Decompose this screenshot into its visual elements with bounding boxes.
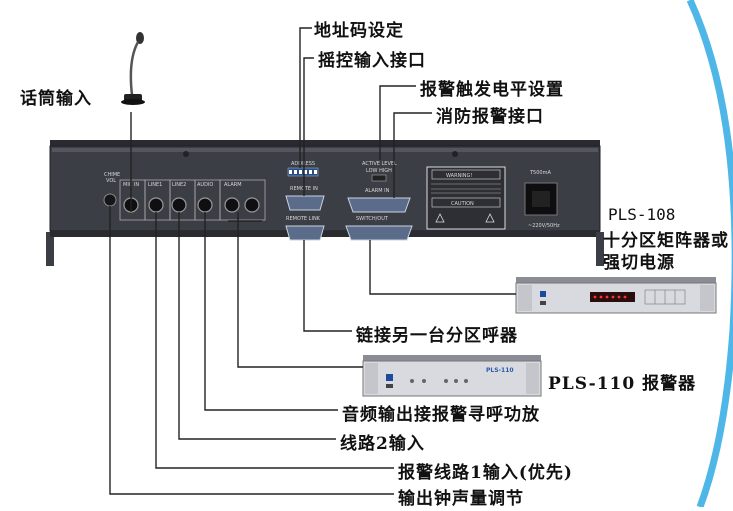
fire-alarm-interface-label: 消防报警接口: [436, 107, 544, 127]
alarm-line1-input-label: 报警线路1输入(优先): [398, 463, 573, 483]
pls108-description-line1: 十分区矩阵器或: [603, 231, 729, 251]
chime-volume-label: 输出钟声量调节: [398, 489, 524, 509]
switch-out-text: SWITCH/OUT: [356, 216, 389, 222]
alarm-out-text: ALARM: [224, 182, 242, 188]
alarm-in-text: ALARM IN: [365, 188, 390, 194]
pls108-description-line2: 强切电源: [603, 253, 675, 273]
pls110-device: [362, 355, 542, 397]
svg-text:LOW HIGH: LOW HIGH: [366, 168, 392, 174]
fuse-text: T500mA: [529, 170, 551, 176]
link-another-zone-label: 链接另一台分区呼器: [356, 326, 518, 346]
remote-link-db9: [285, 225, 325, 241]
device-back-panel: [46, 140, 604, 266]
alarm-in-db25: [347, 197, 411, 213]
chime-vol-text: CHIME: [104, 172, 120, 178]
address-code-setting-label: 地址码设定: [314, 21, 404, 41]
pls110-label: PLS-110 报警器: [548, 374, 697, 394]
jack-group: [119, 179, 266, 221]
line1-text: LINE1: [148, 182, 162, 188]
microphone-icon: [121, 32, 145, 105]
pls108-device: [515, 277, 717, 314]
leader-lines: [109, 27, 516, 495]
accent-arc: [686, 0, 733, 509]
switch-out-db25: [345, 225, 413, 241]
pls110-panel-text: PLS-110: [486, 367, 514, 374]
line2-input-label: 线路2输入: [340, 434, 425, 454]
audio-out-text: AUDIO: [197, 182, 213, 188]
active-level-switch: [371, 174, 387, 182]
active-level-text: ACTIVE LEVEL: [362, 161, 397, 167]
remote-control-input-label: 摇控输入接口: [318, 51, 426, 71]
audio-out-amplifier-label: 音频输出接报警寻呼功放: [342, 405, 540, 425]
address-dip-switch: [287, 167, 319, 177]
caution-text: CAUTION: [451, 201, 474, 207]
alarm-trigger-level-label: 报警触发电平设置: [420, 80, 564, 100]
microphone-input-label: 话筒输入: [20, 89, 92, 109]
remote-link-text: REMOTE LINK: [286, 216, 321, 222]
chime-vol-knob: [103, 193, 117, 207]
svg-text:VOL: VOL: [106, 178, 116, 184]
address-text: ADDRESS: [291, 161, 315, 167]
remote-in-db9: [285, 195, 325, 211]
line2-text: LINE2: [172, 182, 186, 188]
power-socket: [524, 182, 558, 216]
voltage-text: ~220V/50Hz: [528, 223, 560, 229]
warning-label: [426, 166, 506, 230]
warning-text: WARNING!: [446, 173, 472, 179]
pls108-model-label: PLS-108: [608, 205, 676, 224]
